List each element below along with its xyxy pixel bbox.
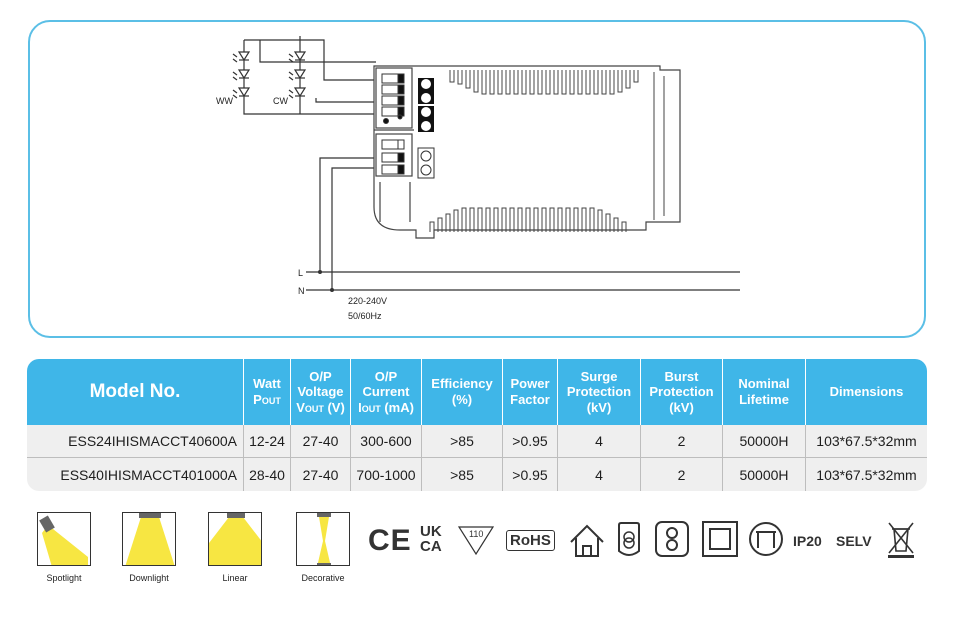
ww-led-string: [232, 40, 251, 106]
header-surge-line1: Surge: [580, 368, 618, 384]
header-watt: Watt POUT: [244, 359, 291, 425]
header-burst-line1: Burst: [664, 368, 699, 384]
table-header-row: Model No. Watt POUT O/P Voltage VOUT (V)…: [27, 359, 927, 425]
indoor-use-icon: [568, 522, 606, 565]
safety-transformer-icon: [617, 521, 641, 564]
application-decorative: Decorative: [296, 512, 350, 583]
header-voltage: O/P Voltage VOUT (V): [291, 359, 351, 425]
cell-burst: 2: [641, 458, 723, 491]
cell-efficiency: >85: [422, 458, 503, 491]
header-lifetime-line2: Lifetime: [739, 392, 789, 407]
decorative-icon: [296, 512, 350, 566]
header-surge: Surge Protection (kV): [558, 359, 641, 425]
cell-dimensions: 103*67.5*32mm: [806, 425, 927, 458]
cell-voltage: 27-40: [291, 425, 351, 458]
cell-voltage: 27-40: [291, 458, 351, 491]
header-lifetime: Nominal Lifetime: [723, 359, 806, 425]
header-voltage-line3: VOUT (V): [296, 399, 345, 415]
application-spotlight: Spotlight: [37, 512, 91, 583]
header-efficiency-line1: Efficiency: [431, 376, 493, 392]
ww-label: WW: [216, 96, 233, 106]
application-label: Downlight: [129, 573, 169, 583]
cell-model: ESS24IHISMACCT40600A: [27, 425, 244, 458]
cell-watt: 28-40: [244, 458, 291, 491]
header-power-factor: Power Factor: [503, 359, 558, 425]
cell-dimensions: 103*67.5*32mm: [806, 458, 927, 491]
header-burst-line2: Protection: [649, 384, 714, 400]
header-surge-line2: Protection: [566, 384, 632, 400]
header-surge-line3: (kV): [586, 399, 612, 415]
header-voltage-line2: Voltage: [297, 384, 344, 400]
selv-mark-icon: SELV: [836, 533, 872, 549]
cell-power-factor: >0.95: [503, 425, 558, 458]
cell-model: ESS40IHISMACCT401000A: [27, 458, 244, 491]
header-current: O/P Current IOUT (mA): [351, 359, 422, 425]
voltage-label: 220-240V: [348, 296, 387, 306]
table-row: ESS40IHISMACCT401000A 28-40 27-40 700-10…: [27, 458, 927, 491]
cell-current: 700-1000: [351, 458, 422, 491]
ukca-bottom: CA: [420, 538, 442, 555]
cell-efficiency: >85: [422, 425, 503, 458]
application-label: Linear: [222, 573, 248, 583]
short-circuit-proof-icon: [654, 520, 690, 563]
spec-table: Model No. Watt POUT O/P Voltage VOUT (V)…: [27, 359, 927, 491]
cell-current: 300-600: [351, 425, 422, 458]
output-terminals: [381, 73, 405, 124]
application-downlight: Downlight: [122, 512, 176, 583]
header-current-line2: Current: [362, 384, 410, 400]
frequency-label: 50/60Hz: [348, 311, 382, 321]
header-pf-line2: Factor: [510, 392, 550, 407]
temperature-rating-icon: 110: [457, 524, 495, 556]
cell-burst: 2: [641, 425, 723, 458]
cell-lifetime: 50000H: [723, 425, 806, 458]
header-pf-line1: Power: [510, 376, 550, 392]
line-n-label: N: [298, 286, 305, 296]
header-voltage-line1: O/P: [309, 368, 332, 384]
header-watt-line1: Watt: [253, 376, 281, 392]
class-ii-insulation-icon: [701, 520, 739, 563]
weee-bin-icon: [886, 521, 916, 564]
cw-label: CW: [273, 96, 288, 106]
independent-driver-icon: [748, 520, 784, 563]
cell-power-factor: >0.95: [503, 458, 558, 491]
application-linear: Linear: [208, 512, 262, 583]
header-burst-line3: (kV): [669, 399, 694, 415]
wiring-diagram-panel: WW CW L N 220-240V 50/60Hz: [28, 20, 926, 338]
rohs-mark-icon: RoHS: [506, 530, 555, 551]
application-label: Decorative: [301, 573, 345, 583]
spotlight-icon: [37, 512, 91, 566]
line-l-label: L: [298, 268, 303, 278]
table-row: ESS24IHISMACCT40600A 12-24 27-40 300-600…: [27, 425, 927, 458]
header-dimensions: Dimensions: [806, 359, 927, 425]
linear-icon: [208, 512, 262, 566]
header-efficiency: Efficiency (%): [422, 359, 503, 425]
header-lifetime-line1: Nominal: [738, 376, 790, 392]
ip20-rating-icon: IP20: [793, 533, 822, 549]
polarity-markers: [417, 78, 435, 179]
downlight-icon: [122, 512, 176, 566]
ukca-top: UK: [420, 523, 442, 540]
header-model: Model No.: [27, 359, 244, 425]
application-label: Spotlight: [46, 573, 82, 583]
wiring-diagram: WW CW L N 220-240V 50/60Hz: [216, 36, 740, 321]
input-terminals: [381, 139, 405, 175]
cooling-fins-bottom: [429, 72, 665, 232]
header-burst: Burst Protection (kV): [641, 359, 723, 425]
ce-mark-icon: CE: [368, 524, 412, 557]
cell-lifetime: 50000H: [723, 458, 806, 491]
cell-surge: 4: [558, 458, 641, 491]
ukca-mark-icon: UK CA: [420, 524, 442, 554]
cooling-fins-top: [449, 70, 639, 95]
cell-surge: 4: [558, 425, 641, 458]
header-current-line3: IOUT (mA): [358, 399, 414, 415]
header-efficiency-line2: (%): [451, 392, 473, 407]
cw-led-string: [288, 40, 307, 106]
header-current-line1: O/P: [374, 368, 398, 384]
header-watt-line2: POUT: [253, 392, 281, 407]
cell-watt: 12-24: [244, 425, 291, 458]
temperature-value: 110: [469, 529, 484, 539]
